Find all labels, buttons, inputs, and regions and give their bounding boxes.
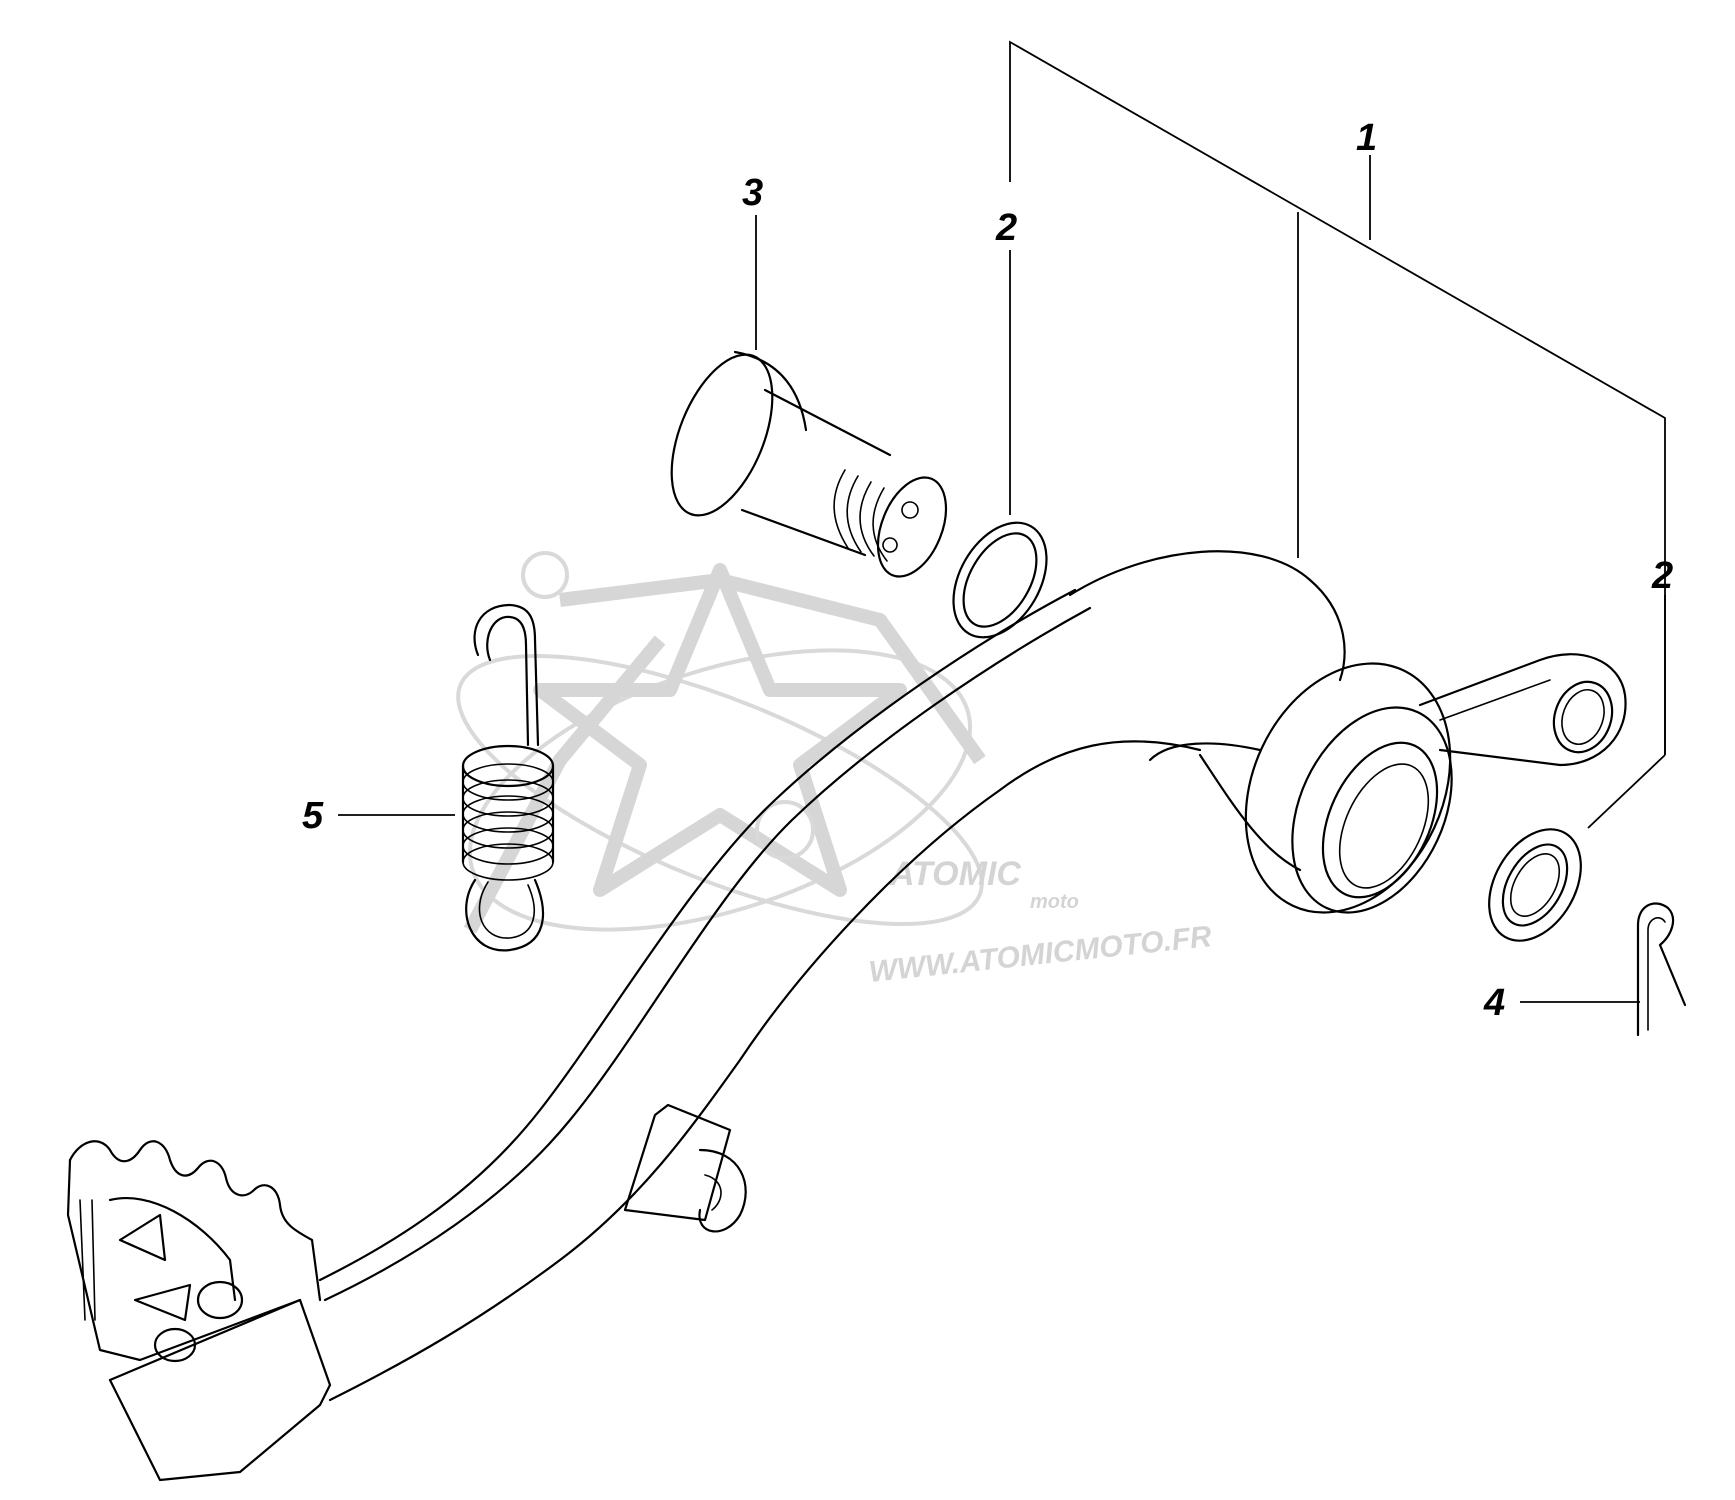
spring-top-hook-inner xyxy=(486,615,530,747)
pedal-serrated-edge xyxy=(68,1140,322,1302)
pedal-pad-rib xyxy=(108,1197,237,1302)
bolt-shank-top xyxy=(763,388,892,457)
watermark-orbit xyxy=(467,648,973,932)
bolt-thread xyxy=(833,469,849,549)
spring-coil xyxy=(462,795,554,833)
callout-1: 1 xyxy=(1356,117,1377,159)
washer-outer xyxy=(1488,828,1582,942)
callout-3: 3 xyxy=(742,172,763,214)
pedal-arm-upper-edge xyxy=(318,588,1077,1282)
washer-inner xyxy=(1501,843,1569,927)
pedal-arm-inner-edge xyxy=(323,606,1092,1302)
pedal-pad-hole xyxy=(153,1327,197,1363)
pedal-top-boss xyxy=(1068,550,1346,682)
cotter-pin-leg xyxy=(1647,917,1666,1031)
callout-2-upper: 2 xyxy=(995,207,1017,249)
pedal-spring-tab xyxy=(623,1103,732,1222)
watermark-url: WWW.ATOMICMOTO.FR xyxy=(867,920,1213,989)
pedal-pad-window xyxy=(133,1283,192,1322)
washer-outer xyxy=(952,521,1048,639)
pedal-clevis-hole xyxy=(1552,680,1614,754)
pedal-rear-arm-edge xyxy=(1439,679,1551,721)
washer-lower xyxy=(1488,828,1582,942)
washer-center xyxy=(1509,853,1561,917)
bolt-shank-bottom xyxy=(740,508,867,557)
watermark-dot xyxy=(755,800,815,860)
washer-upper xyxy=(952,521,1048,639)
pedal-rear-arm xyxy=(1418,653,1627,767)
bolt-pin-hole xyxy=(901,501,919,519)
watermark-dot xyxy=(521,551,569,599)
pedal-hub-underside xyxy=(1198,753,1302,872)
pedal-tip-base xyxy=(108,1378,332,1482)
pedal-pad-window xyxy=(118,1213,167,1262)
spring-top-hook xyxy=(473,603,540,747)
spring-bottom-hook-inner xyxy=(478,881,536,939)
leader-bracket-assembly xyxy=(1009,40,1666,755)
callouts: 1 2 2 3 4 5 xyxy=(302,117,1673,1024)
watermark-shape xyxy=(559,573,986,765)
spring-bottom-hook xyxy=(465,878,545,952)
brake-pedal xyxy=(66,550,1627,1482)
pedal-hub-bore-inner xyxy=(1338,763,1430,889)
pedal-clevis-hole-inner xyxy=(1561,689,1605,745)
pedal-arm-hub-joint xyxy=(1148,742,1262,762)
bolt-pin-hole xyxy=(882,537,898,553)
spring-coil xyxy=(462,811,554,849)
pivot-bolt xyxy=(670,350,948,578)
watermark-logo-text: ATOMIC xyxy=(889,855,1021,893)
bolt-head-edge xyxy=(733,350,808,432)
cotter-pin xyxy=(1636,902,1687,1037)
washer-inner xyxy=(962,532,1038,628)
pedal-spring-tab-hook xyxy=(698,1148,747,1233)
bolt-thread xyxy=(859,481,875,557)
callout-2-right: 2 xyxy=(1651,555,1673,597)
pedal-hub-bore xyxy=(1321,741,1439,899)
bolt-flange xyxy=(670,353,774,517)
cotter-pin-body xyxy=(1636,902,1687,1037)
pedal-hub-outer xyxy=(1244,662,1452,914)
watermark-orbit xyxy=(456,653,984,927)
pedal-pad-hole xyxy=(196,1280,244,1320)
return-spring xyxy=(461,603,555,952)
leader-line-2b xyxy=(1587,754,1666,829)
pedal-spring-tab-hook-inner xyxy=(704,1174,722,1211)
bolt-end xyxy=(876,476,948,578)
bolt-thread xyxy=(872,487,888,562)
pedal-tip-face xyxy=(108,1298,332,1387)
bolt-thread xyxy=(846,475,862,553)
pedal-hub-face xyxy=(1291,706,1453,914)
callout-4: 4 xyxy=(1483,982,1505,1024)
watermark-star xyxy=(533,563,907,897)
leader-lines xyxy=(338,40,1666,1003)
callout-5: 5 xyxy=(302,795,324,837)
pedal-pad-teeth xyxy=(79,1199,96,1321)
pedal-arm-lower-edge xyxy=(328,740,1202,1402)
watermark-logo-sub: moto xyxy=(1030,891,1079,913)
watermark-shape xyxy=(463,635,666,934)
